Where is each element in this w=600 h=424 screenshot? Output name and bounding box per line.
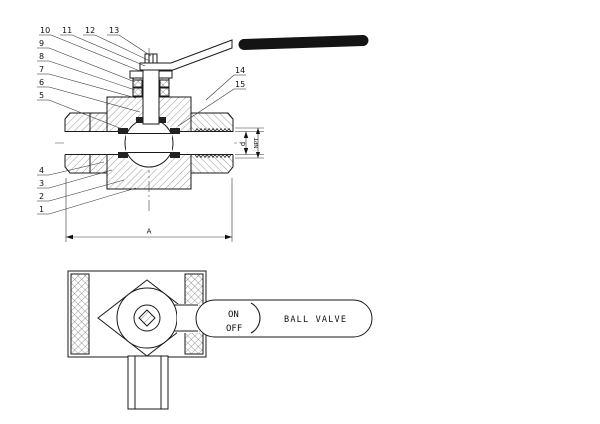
callout-7: 7 [39,65,44,74]
dimension-port: d NPT [235,127,264,159]
handle-brand-label: BALL VALVE [284,315,347,325]
stem-assembly [132,69,170,125]
callout-2: 2 [39,192,44,201]
ball [124,118,174,168]
dimension-length: A [65,178,233,242]
callout-13: 13 [109,26,119,35]
callout-5: 5 [39,91,44,100]
callout-8: 8 [39,52,44,61]
dim-length-label: A [147,228,152,236]
callout-10: 10 [40,26,50,35]
plan-stem-circle [133,304,161,332]
handle-grip [238,35,369,50]
bore-lines [64,119,234,167]
callout-14: 14 [235,66,245,75]
handle-assembly [139,35,369,71]
plan-bottom-port [127,355,169,410]
handle-off-label: OFF [226,324,242,334]
callout-11: 11 [62,26,72,35]
dim-thread-label: NPT [254,137,260,148]
plan-handle-neck [174,304,199,333]
dim-bore-label: d [239,142,247,146]
callout-3: 3 [39,179,44,188]
handle-arc [250,302,261,334]
thread-profile [194,127,232,159]
callout-6: 6 [39,78,44,87]
section-view: A d NPT 10 11 12 13 [37,26,369,242]
callout-12: 12 [85,26,95,35]
seat-rings [118,128,180,158]
callout-15: 15 [235,80,245,89]
plan-handle-markings: ON OFF BALL VALVE [226,302,347,334]
plan-stem-flats [138,309,156,327]
plan-view: ON OFF BALL VALVE [67,270,373,410]
plan-handle-grip [195,299,373,338]
callout-9: 9 [39,39,44,48]
callouts: 10 11 12 13 9 8 7 6 5 4 3 2 1 [37,26,246,215]
callout-1: 1 [39,205,44,214]
handle-on-label: ON [228,310,239,320]
callout-4: 4 [39,166,44,175]
plan-clamp-left [70,273,90,355]
